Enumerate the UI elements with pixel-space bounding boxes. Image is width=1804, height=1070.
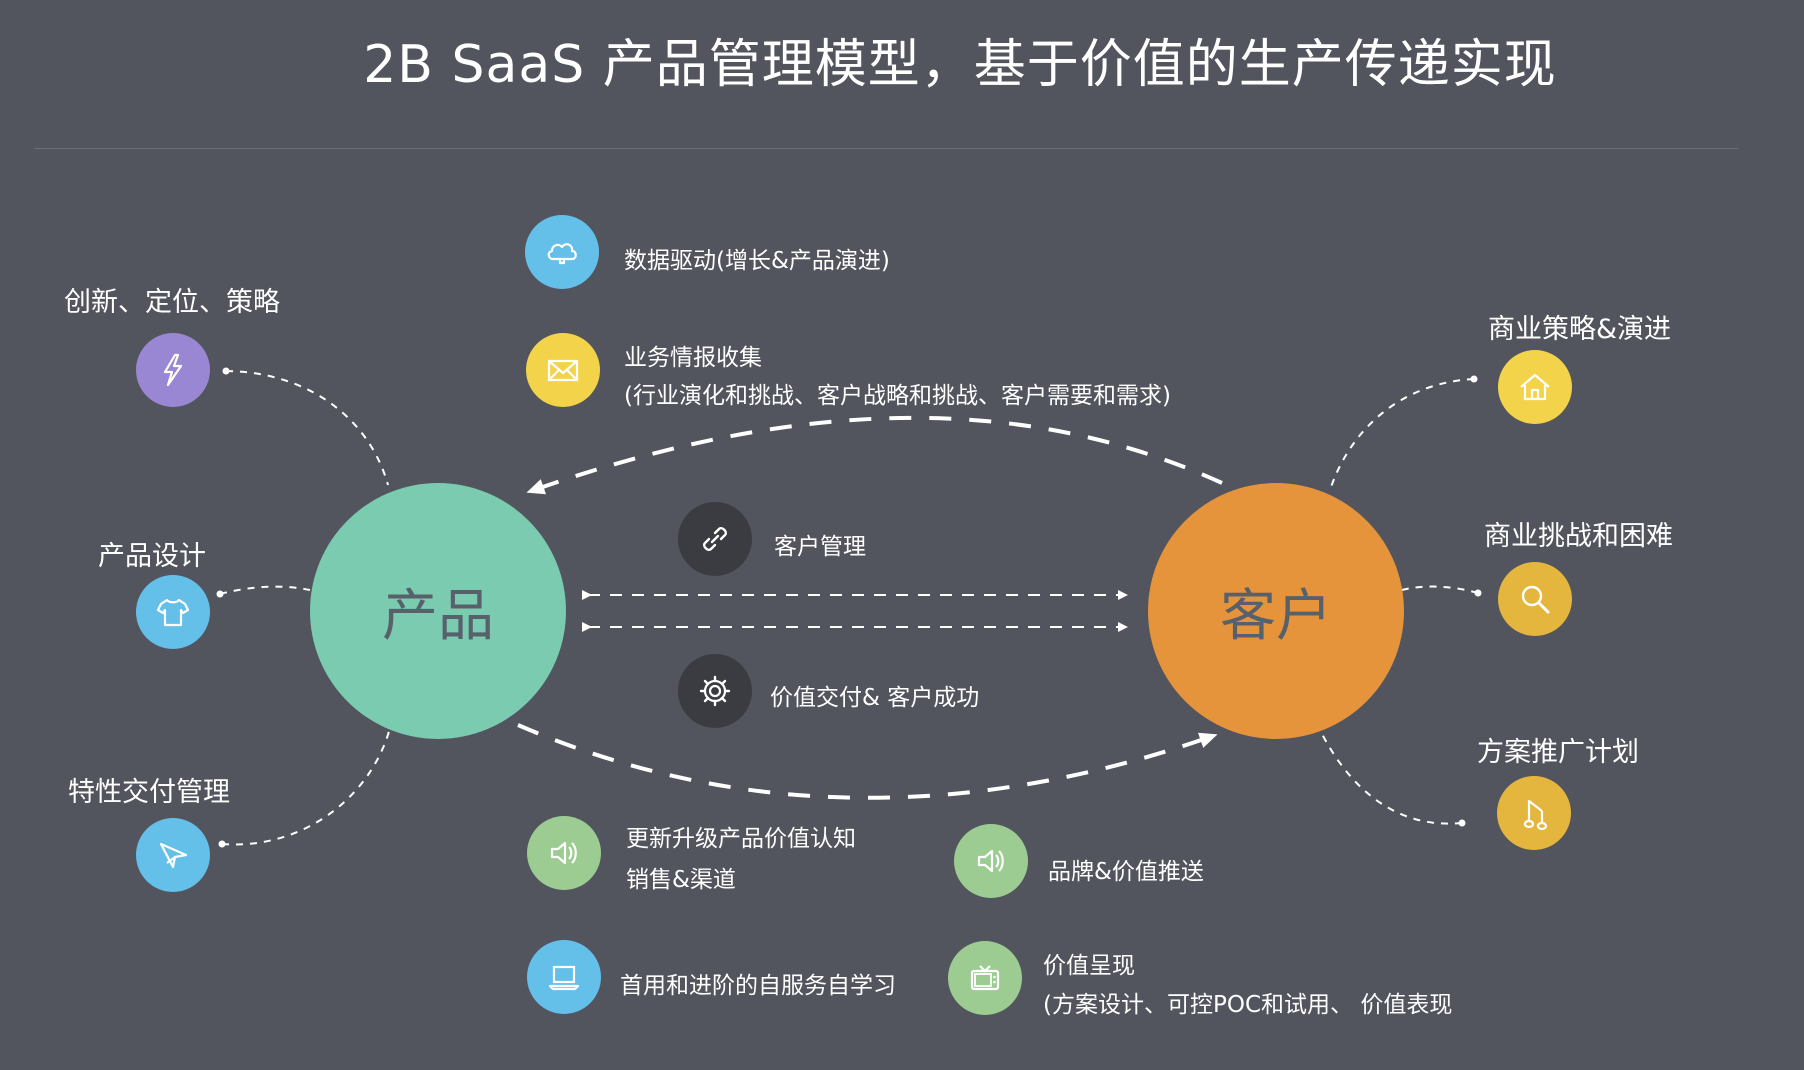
envelope-icon <box>526 333 600 407</box>
arc-customer-to-product <box>526 415 1223 495</box>
bottom-item-label-present-1: 价值呈现 <box>1043 953 1135 979</box>
left-item-label-design: 产品设计 <box>98 541 206 572</box>
connector-design <box>219 585 311 595</box>
gear-icon <box>678 654 752 728</box>
top-item-label-data: 数据驱动(增长&产品演进) <box>624 248 890 274</box>
lightning-icon <box>136 333 210 407</box>
connector-challenge <box>1401 585 1479 594</box>
top-item-label-intel-1: 业务情报收集 <box>624 345 762 371</box>
bottom-item-label-upgrade-2: 销售&渠道 <box>626 867 736 893</box>
tv-icon <box>948 941 1022 1015</box>
connector-strategy <box>1329 378 1475 491</box>
speaker-icon <box>527 816 601 890</box>
right-item-label-challenge: 商业挑战和困难 <box>1484 521 1673 552</box>
bottom-item-label-selfservice: 首用和进阶的自服务自学习 <box>620 973 896 999</box>
middle-item-label-cm: 客户管理 <box>774 534 866 560</box>
magnifier-icon <box>1498 562 1572 636</box>
speaker-icon <box>954 824 1028 898</box>
middle-item-label-value: 价值交付& 客户成功 <box>770 685 980 711</box>
product-node: 产品 <box>310 483 566 739</box>
link-icon <box>678 502 752 576</box>
music-note-icon <box>1497 776 1571 850</box>
page-title: 2B SaaS 产品管理模型，基于价值的生产传递实现 <box>363 35 1557 95</box>
bottom-item-label-upgrade-1: 更新升级产品价值认知 <box>626 826 856 852</box>
house-icon <box>1498 350 1572 424</box>
title-divider <box>34 148 1738 149</box>
paper-plane-icon <box>136 818 210 892</box>
left-item-label-feature: 特性交付管理 <box>68 777 230 808</box>
bottom-item-label-brand: 品牌&价值推送 <box>1048 859 1204 885</box>
connector-innovation <box>225 370 389 486</box>
arc-product-to-customer <box>517 723 1218 800</box>
top-item-label-intel-2: (行业演化和挑战、客户战略和挑战、客户需要和需求) <box>624 383 1171 409</box>
connector-feature <box>221 727 391 846</box>
left-item-label-innovation: 创新、定位、策略 <box>64 287 280 318</box>
connector-promo <box>1319 729 1463 825</box>
laptop-icon <box>527 940 601 1014</box>
bottom-item-label-present-2: (方案设计、可控POC和试用、 价值表现 <box>1043 992 1453 1018</box>
product-label: 产品 <box>382 583 494 649</box>
cloud-icon <box>525 215 599 289</box>
right-item-label-strategy: 商业策略&演进 <box>1488 314 1672 345</box>
customer-node: 客户 <box>1148 483 1404 739</box>
customer-label: 客户 <box>1220 583 1332 649</box>
right-item-label-promo: 方案推广计划 <box>1477 737 1639 768</box>
tshirt-icon <box>136 575 210 649</box>
